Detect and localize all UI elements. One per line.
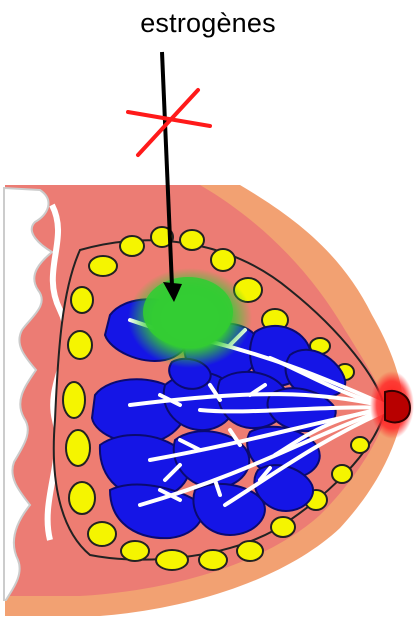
block-cross-icon	[128, 90, 210, 155]
